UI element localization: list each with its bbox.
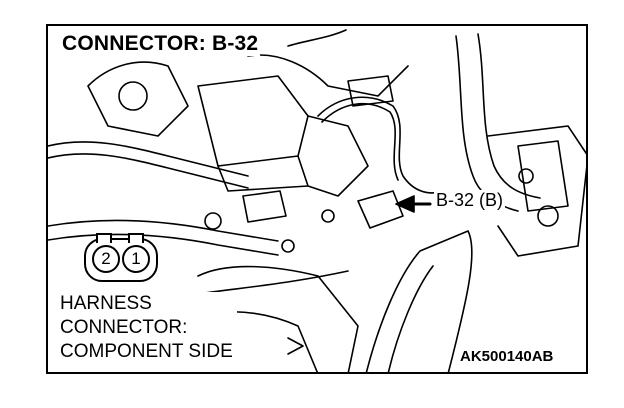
connector-pin: 2	[92, 245, 120, 273]
connector-title: CONNECTOR: B-32	[60, 32, 261, 56]
figure-id: AK500140AB	[458, 348, 556, 365]
harness-connector-symbol: 2 1	[84, 233, 158, 282]
connector-pin: 1	[122, 245, 150, 273]
harness-label-line: HARNESS	[60, 293, 152, 314]
harness-label-line: CONNECTOR:	[60, 317, 188, 338]
connector-callout-label: B-32 (B)	[434, 190, 506, 211]
engine-bay-illustration	[48, 29, 586, 372]
harness-connector-label: HARNESS CONNECTOR: COMPONENT SIDE	[60, 292, 237, 364]
diagram-frame: CONNECTOR: B-32 B-32 (B) 2 1 HARNESS CON…	[46, 24, 588, 374]
harness-label-line: COMPONENT SIDE	[60, 341, 233, 362]
